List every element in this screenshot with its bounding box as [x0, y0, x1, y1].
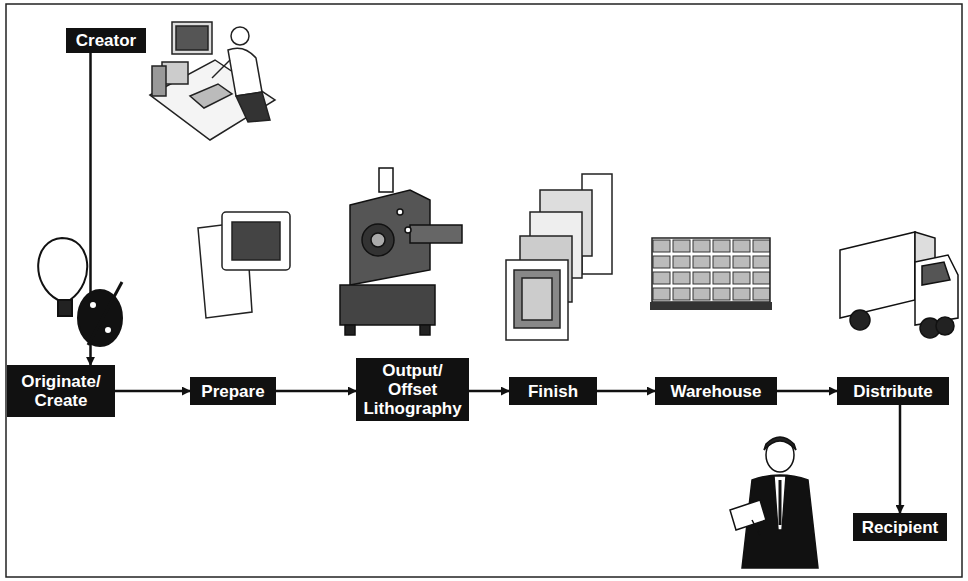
process-box: Prepare — [190, 377, 276, 405]
box-label: Distribute — [853, 382, 932, 401]
box-label: Warehouse — [670, 382, 761, 401]
recipient-person-illustration — [730, 437, 818, 568]
flow-arrow — [597, 390, 655, 393]
process-box: Warehouse — [655, 377, 777, 405]
flow-arrow — [115, 390, 190, 393]
process-box: Finish — [509, 377, 597, 405]
box-label: Prepare — [201, 382, 264, 401]
box-label: Output/ Offset Lithography — [362, 361, 463, 418]
frame-border — [6, 4, 962, 577]
slide-document-illustration — [198, 212, 290, 318]
printed-pieces-illustration — [506, 174, 612, 340]
flow-arrow — [469, 390, 509, 393]
offset-press-illustration — [340, 168, 462, 335]
process-box: Creator — [66, 28, 146, 53]
box-label: Recipient — [862, 518, 939, 537]
box-label: Creator — [76, 31, 136, 50]
process-box: Recipient — [853, 513, 947, 541]
workstation-illustration — [150, 22, 275, 140]
truck-illustration — [840, 232, 958, 338]
flow-arrow — [777, 390, 837, 393]
warehouse-shelves-illustration — [650, 238, 772, 310]
process-box: Distribute — [837, 377, 949, 405]
box-label: Finish — [528, 382, 578, 401]
flow-arrow — [276, 390, 356, 393]
process-box: Output/ Offset Lithography — [356, 358, 469, 421]
lightbulb-palette-illustration — [38, 238, 122, 346]
box-label: Originate/ Create — [13, 372, 109, 410]
flow-arrow — [899, 405, 902, 513]
process-box: Originate/ Create — [7, 365, 115, 417]
